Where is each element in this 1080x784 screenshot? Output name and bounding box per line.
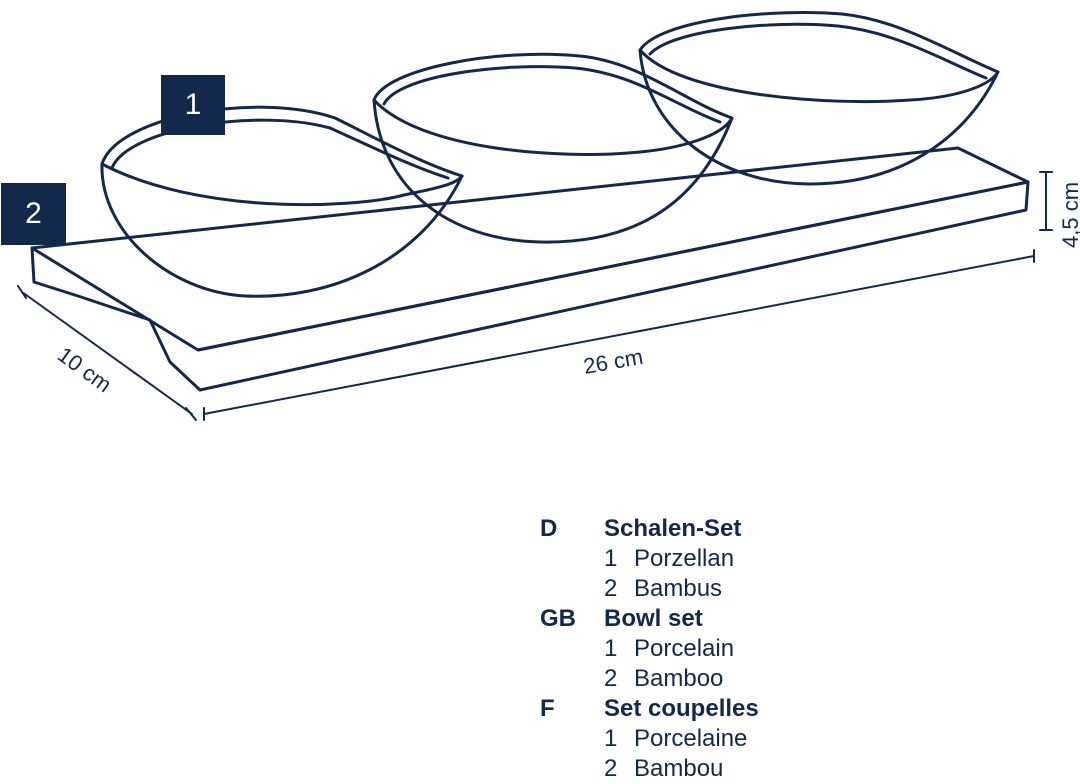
part-badge-2: 2 xyxy=(1,183,66,245)
dimension-label-depth: 10 cm xyxy=(53,342,116,397)
board-front-edge xyxy=(196,180,1030,392)
language-code: F xyxy=(540,695,555,722)
bowl-2 xyxy=(372,52,734,244)
legend-title: Set coupelles xyxy=(604,695,759,722)
board-left-edge xyxy=(30,246,202,392)
part-badge-1: 1 xyxy=(161,75,225,135)
language-code: D xyxy=(540,515,558,542)
dimension-label-length: 26 cm xyxy=(582,344,645,379)
legend-title: Bowl set xyxy=(604,605,703,632)
dimension-line-depth xyxy=(17,285,197,421)
bowl-3 xyxy=(638,11,1000,186)
dimension-line-height xyxy=(1039,171,1053,231)
bowl-1 xyxy=(100,105,464,298)
language-code: GB xyxy=(540,605,576,632)
dimension-line-length xyxy=(203,249,1035,421)
legend-title: Schalen-Set xyxy=(604,515,742,542)
dimension-label-height: 4,5 cm xyxy=(1058,182,1080,248)
